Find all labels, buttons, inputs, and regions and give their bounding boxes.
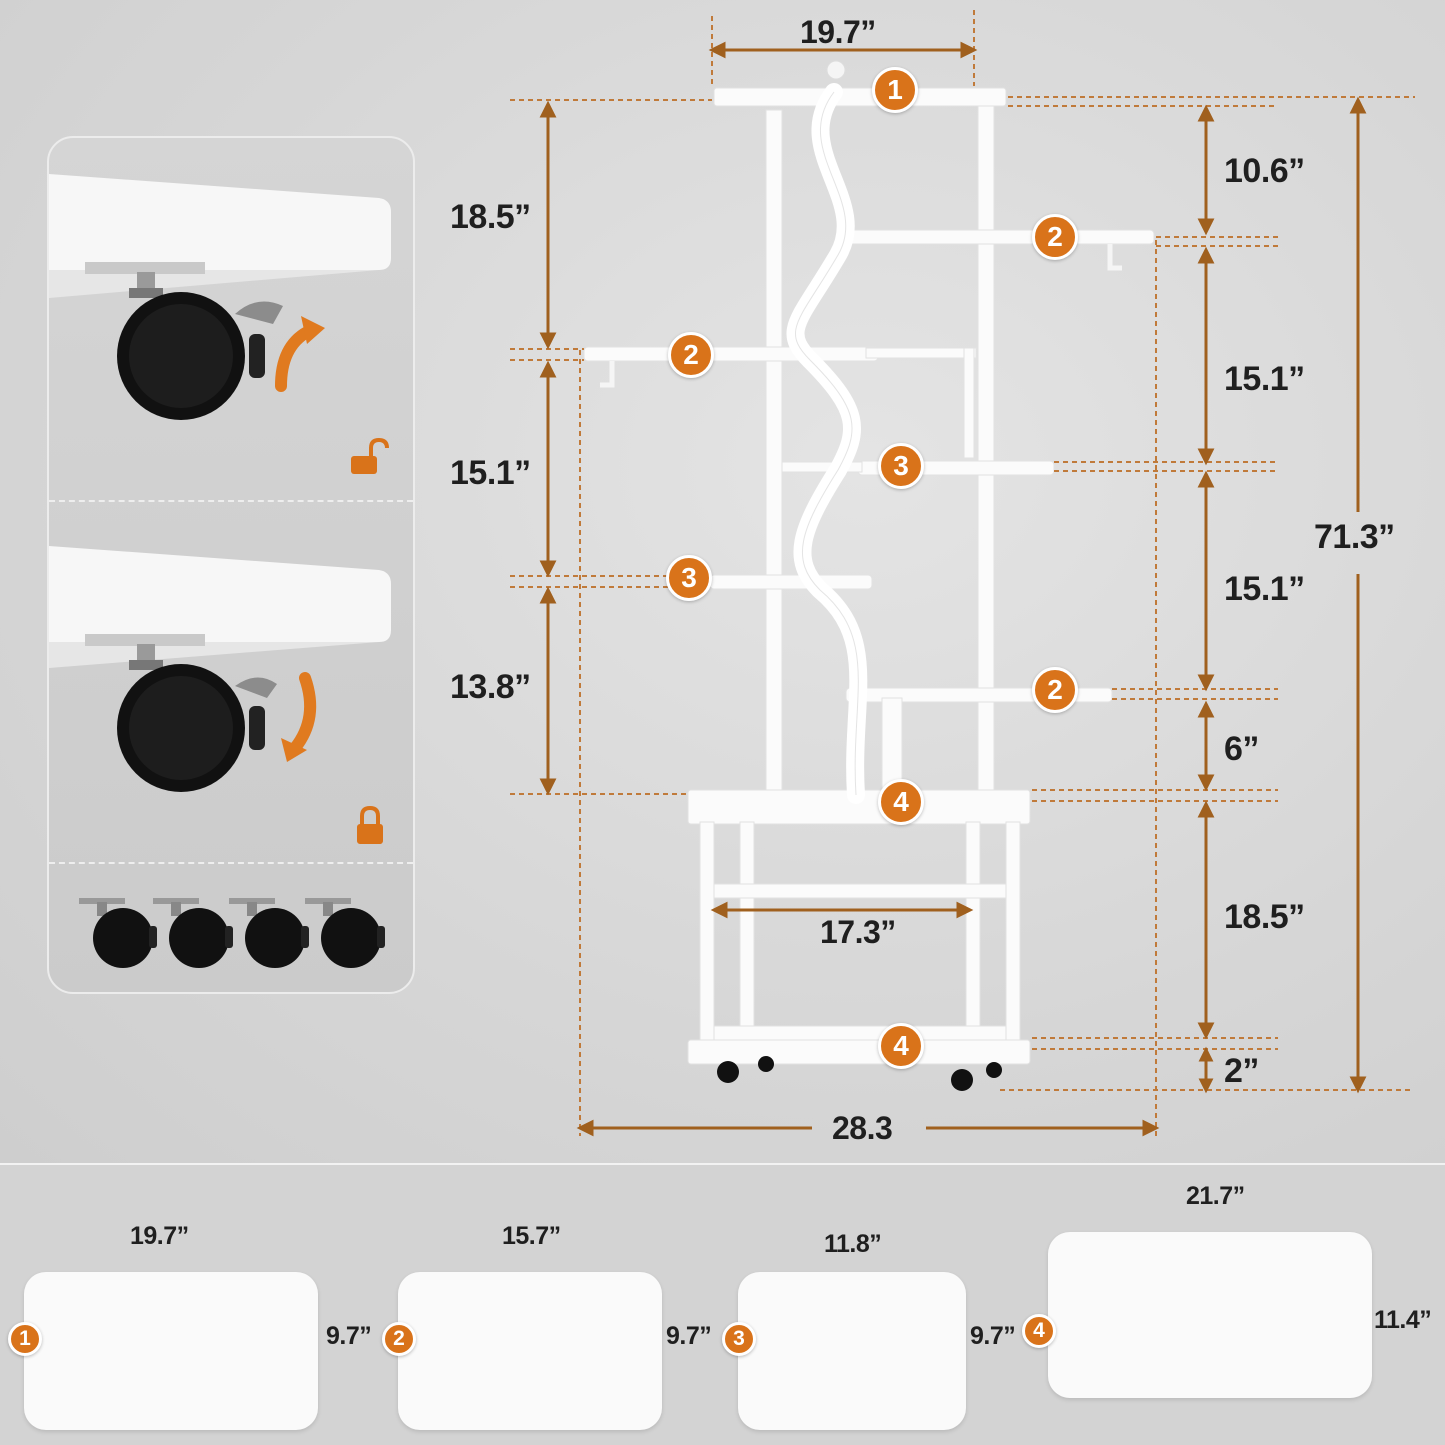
panel-separator [49,500,413,502]
shelf-frame [865,347,977,359]
shelf-badge-2: 2 [1032,214,1078,260]
base-leg [739,821,755,1041]
shelf-depth-label: 9.7” [666,1322,712,1350]
shelf-frame [963,347,975,459]
shelf-frame [781,461,863,473]
base-lower-rail [713,1025,1007,1041]
shelf-width-label: 21.7” [1186,1182,1245,1210]
total-height-label: 71.3” [1314,518,1395,556]
caster-illustration [49,174,391,968]
shelf-badge-2: 2 [1032,667,1078,713]
top-width-label: 19.7” [800,14,876,50]
shelf-top [713,87,1007,107]
wheel [758,1056,774,1072]
shelf-badge-4: 4 [878,1023,924,1069]
base-leg [699,821,715,1041]
shelf-top-view [24,1272,318,1430]
shelf-width-label: 15.7” [502,1222,561,1250]
shelf-left-upper [583,346,879,362]
panel-separator [49,862,413,864]
base-leg [965,821,981,1041]
section-divider [0,1163,1445,1165]
shelf-width-label: 19.7” [130,1222,189,1250]
shelf-badge-3: 3 [878,443,924,489]
shelf-width-label: 11.8” [824,1230,882,1258]
left-height-label: 13.8” [450,668,531,706]
base-middle-shelf [713,883,1007,899]
shelf-top-view [738,1272,966,1430]
guide-lines [510,10,1415,1136]
four-caster-wheels [79,898,385,968]
shelf-depth-label: 11.4” [1374,1306,1432,1334]
right-height-label: 15.1” [1224,360,1305,398]
shelf-badge-1: 1 [872,67,918,113]
shelf-right-upper [841,229,1155,245]
caster-detail-panel [47,136,415,994]
wheel [717,1061,739,1083]
right-height-label: 18.5” [1224,898,1305,936]
shelf-badge-2: 2 [382,1322,416,1356]
right-height-label: 2” [1224,1052,1259,1090]
left-post [765,109,783,796]
right-height-label: 6” [1224,730,1259,768]
shelf-badge-3: 3 [722,1322,756,1356]
left-height-label: 15.1” [450,454,531,492]
shelf-depth-label: 9.7” [970,1322,1016,1350]
right-height-label: 15.1” [1224,570,1305,608]
base-leg [1005,821,1021,1041]
locked-padlock-icon [357,805,383,844]
unlocked-padlock-icon [351,437,389,474]
shelf-badge-4: 4 [1022,1314,1056,1348]
dimension-arrows [539,41,1367,1137]
shelf-top-view [398,1272,662,1430]
shelf-badge-1: 1 [8,1322,42,1356]
wheel [986,1062,1002,1078]
shelf-badge-2: 2 [668,332,714,378]
base-bottom-shelf [687,1039,1031,1065]
right-height-label: 10.6” [1224,152,1305,190]
shelf-badge-4: 4 [878,779,924,825]
inner-width-label: 17.3” [820,914,896,950]
shelf-top-view [1048,1232,1372,1398]
caster-locked [49,546,391,792]
wheel [951,1069,973,1091]
shelf-badge-3: 3 [666,555,712,601]
left-height-label: 18.5” [450,198,531,236]
shelf-left-lower [709,574,873,590]
bottom-width-label: 28.3 [832,1110,893,1146]
plant-stand-drawing [510,10,1415,1137]
shelf-depth-label: 9.7” [326,1322,372,1350]
caster-unlocked [49,174,391,420]
